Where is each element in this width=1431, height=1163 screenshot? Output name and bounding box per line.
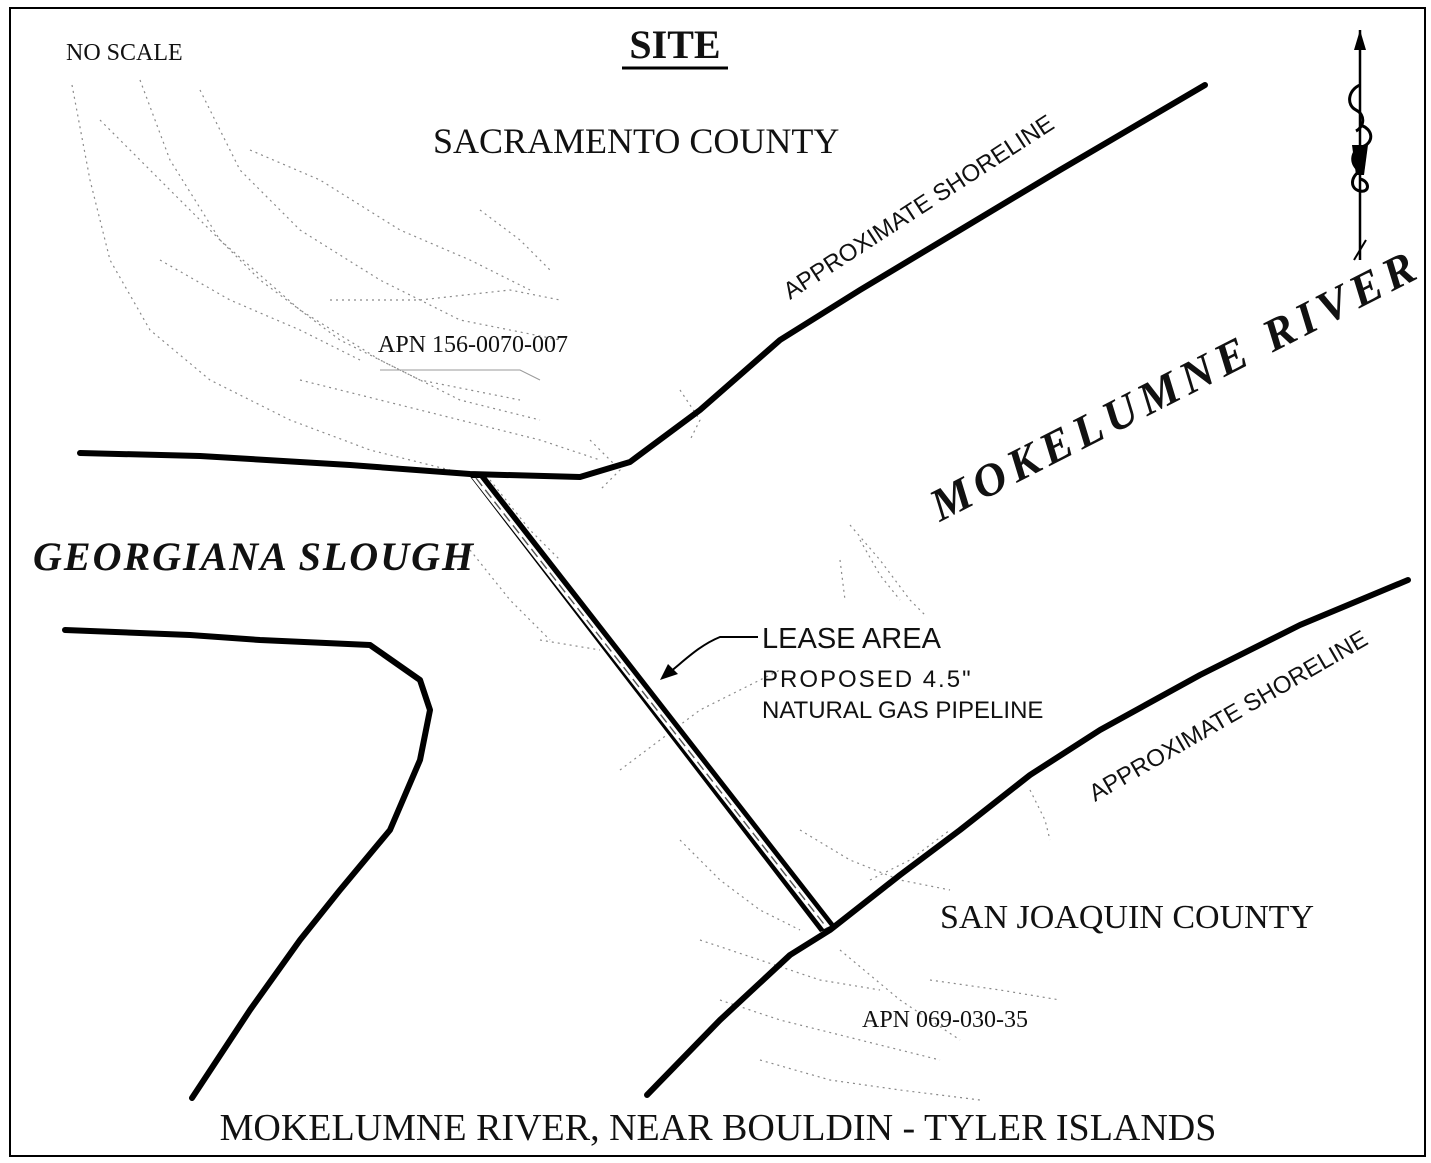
river-label: MOKELUMNE RIVER: [920, 239, 1429, 532]
pipeline-label-line2: NATURAL GAS PIPELINE: [762, 697, 1043, 724]
pipeline-label-line1: PROPOSED 4.5": [762, 666, 973, 693]
parcel-label-north: APN 156-0070-007: [378, 332, 568, 358]
parcel-linework-north: [71, 79, 701, 651]
county-label-south: SAN JOAQUIN COUNTY: [940, 899, 1314, 936]
map-caption: MOKELUMNE RIVER, NEAR BOULDIN - TYLER IS…: [220, 1107, 1217, 1149]
county-label-north: SACRAMENTO COUNTY: [433, 121, 839, 161]
pipeline-lease-area: [468, 474, 836, 932]
parcel-linework-river: [619, 524, 926, 771]
slough-label: GEORGIANA SLOUGH: [33, 534, 475, 579]
lease-area-leader-arrow: [660, 636, 758, 680]
parcel-label-south: APN 069-030-35: [862, 1007, 1028, 1033]
map-frame: [9, 7, 1426, 1157]
shoreline-north-river: [77, 82, 1208, 480]
parcel-linework-south: [679, 789, 1061, 1101]
north-arrow-icon: [1348, 30, 1373, 261]
lease-area-label: LEASE AREA: [762, 623, 942, 655]
shoreline-south-river: [644, 577, 1411, 1098]
scale-note: NO SCALE: [66, 40, 183, 66]
map-title: SITE: [629, 22, 720, 67]
shoreline-slough-south: [62, 627, 433, 1101]
